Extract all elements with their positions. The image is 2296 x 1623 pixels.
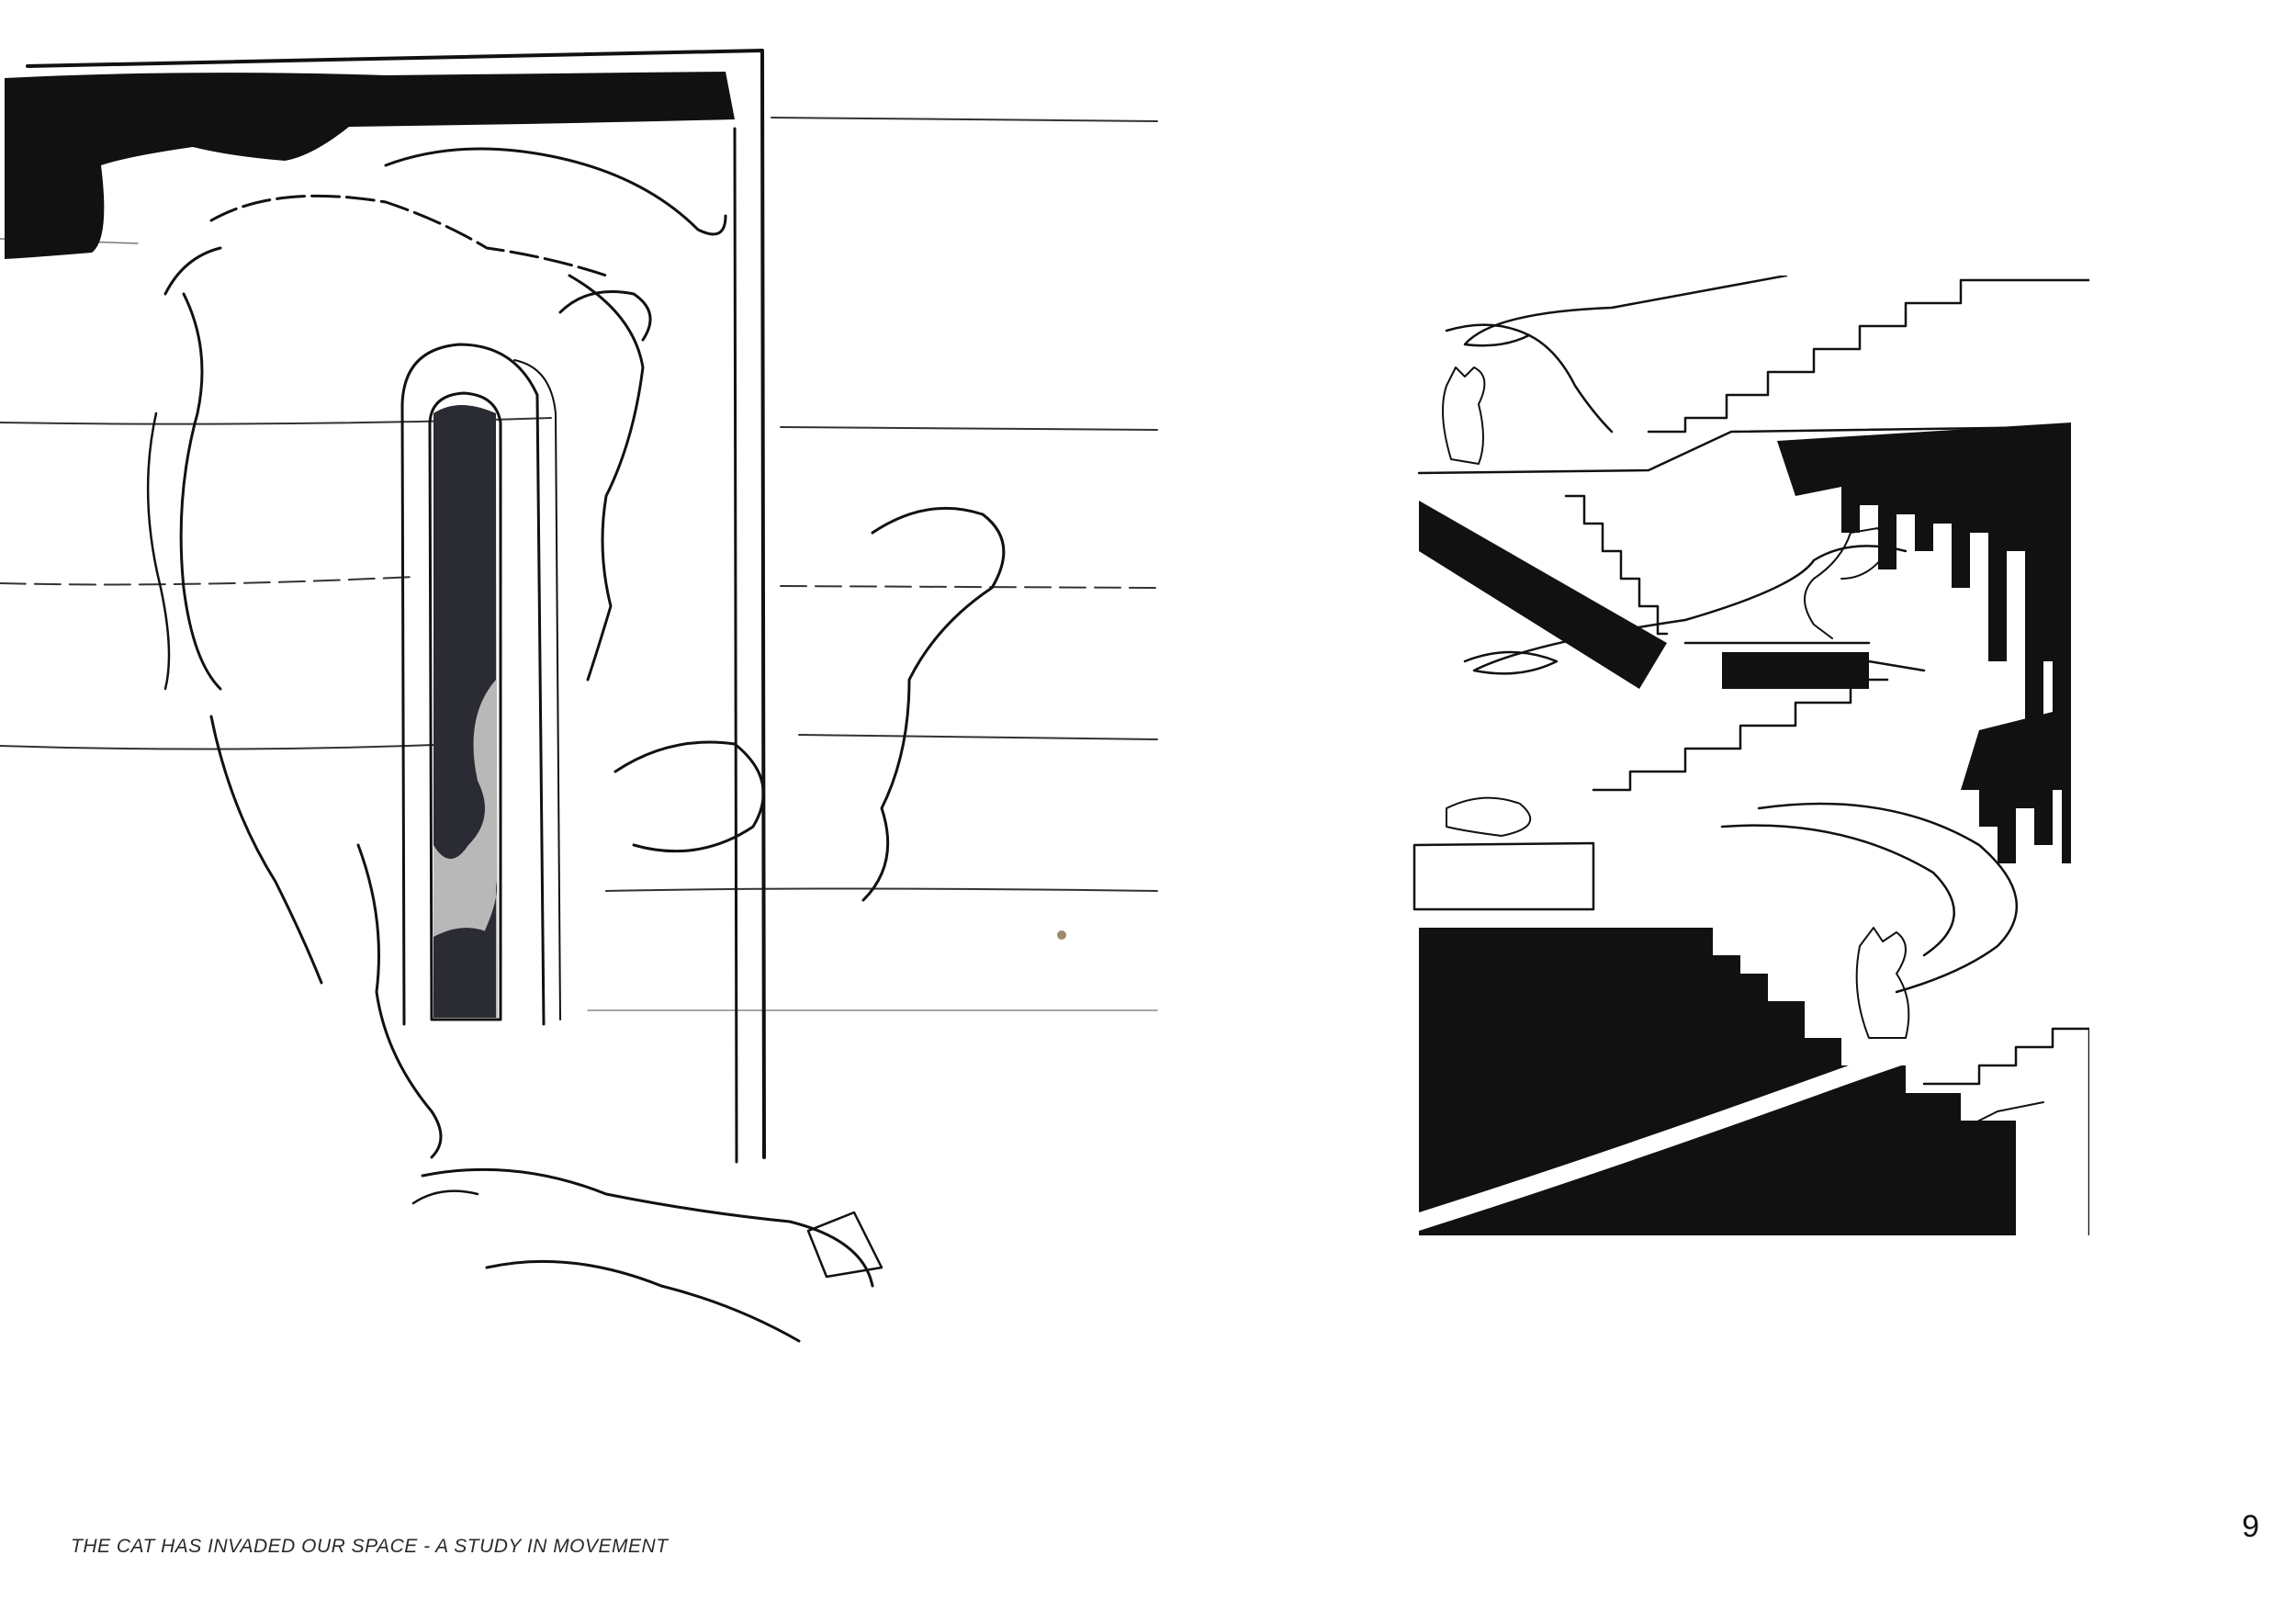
page-caption: THE CAT HAS INVADED OUR SPACE - A STUDY … (71, 1536, 669, 1557)
cat-door-ink-drawing-icon (0, 49, 1158, 1343)
cat-staircase-ink-drawing-icon (1412, 276, 2089, 1235)
left-cat-door-illustration (0, 18, 1166, 1396)
right-cat-staircase-illustration (1410, 276, 2089, 1235)
page-number: 9 (2242, 1509, 2259, 1544)
